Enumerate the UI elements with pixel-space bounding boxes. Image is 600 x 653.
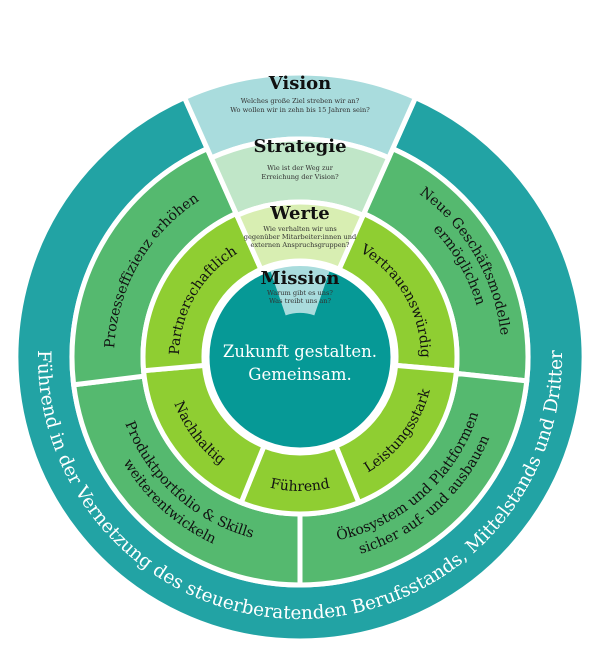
werte-question-2: gegenüber Mitarbeiter:innen und bbox=[244, 233, 357, 241]
mission-question-1: Warum gibt es uns? bbox=[267, 289, 333, 297]
strategie-title: Strategie bbox=[253, 136, 346, 157]
mission-question-2: Was treibt uns an? bbox=[269, 297, 332, 305]
vision-question-2: Wo wollen wir in zehn bis 15 Jahren sein… bbox=[230, 106, 370, 114]
center-circle bbox=[204, 261, 396, 453]
werte-question-1: Wie verhalten wir uns bbox=[263, 225, 337, 233]
strategie-question-1: Wie ist der Weg zur bbox=[267, 164, 334, 172]
werte-wedge bbox=[233, 199, 367, 273]
vision-title: Vision bbox=[268, 73, 332, 94]
vision-question-1: Welches große Ziel streben wir an? bbox=[241, 97, 360, 105]
mission-wedge bbox=[270, 266, 330, 316]
werte-question-3: externen Anspruchsgruppen? bbox=[251, 241, 350, 249]
werte-title: Werte bbox=[269, 203, 329, 224]
center-line-2: Gemeinsam. bbox=[248, 365, 351, 384]
wheel-shapes bbox=[13, 70, 587, 644]
center-line-1: Zukunft gestalten. bbox=[223, 342, 377, 361]
mission-title: Mission bbox=[261, 268, 340, 289]
value-fuehrend: Führend bbox=[269, 476, 331, 495]
strategie-question-2: Erreichung der Vision? bbox=[261, 173, 339, 181]
